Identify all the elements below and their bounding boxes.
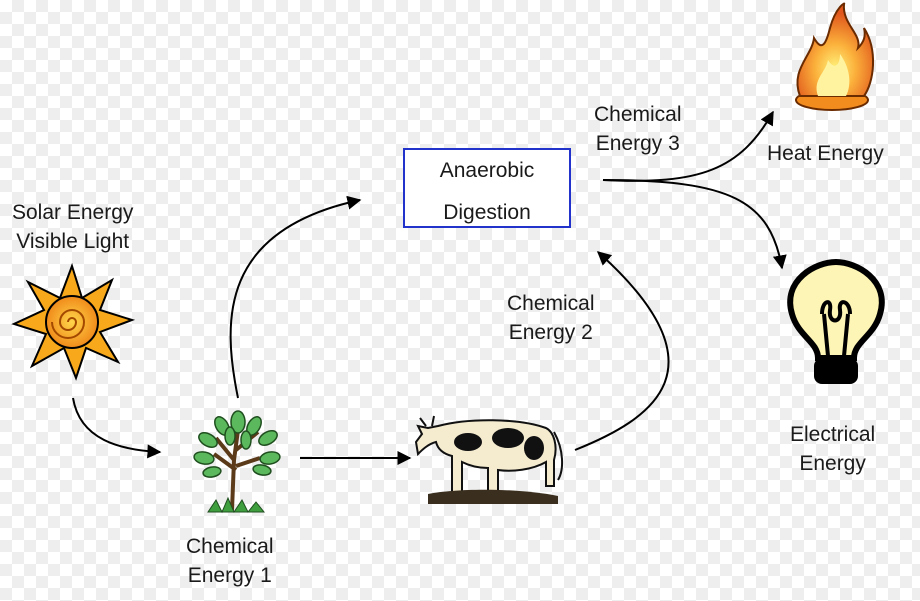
tree-icon xyxy=(193,410,281,514)
arrow-digestion-to-electrical xyxy=(602,179,787,270)
sun-icon xyxy=(11,262,136,381)
heat-energy-label: Heat Energy xyxy=(767,142,884,165)
process-box-line-1: Anaerobic xyxy=(439,159,535,182)
chemical-energy-1-label: Chemical Energy 1 xyxy=(186,535,274,587)
process-box-line-2: Digestion xyxy=(443,201,531,224)
solar-energy-label: Solar Energy Visible Light xyxy=(12,201,134,253)
arrow-sun-to-tree xyxy=(72,397,162,459)
light-bulb-icon xyxy=(787,258,885,384)
flame-icon xyxy=(795,2,875,111)
chemical-energy-3-label: Chemical Energy 3 xyxy=(594,103,682,155)
chemical-energy-2-label: Chemical Energy 2 xyxy=(507,292,595,344)
arrow-cow-to-digestion xyxy=(574,251,670,451)
electrical-energy-label: Electrical Energy xyxy=(790,423,876,475)
arrow-tree-to-digestion xyxy=(229,195,362,399)
anaerobic-digestion-box: Anaerobic Digestion xyxy=(403,148,571,228)
cow-icon xyxy=(414,415,564,504)
